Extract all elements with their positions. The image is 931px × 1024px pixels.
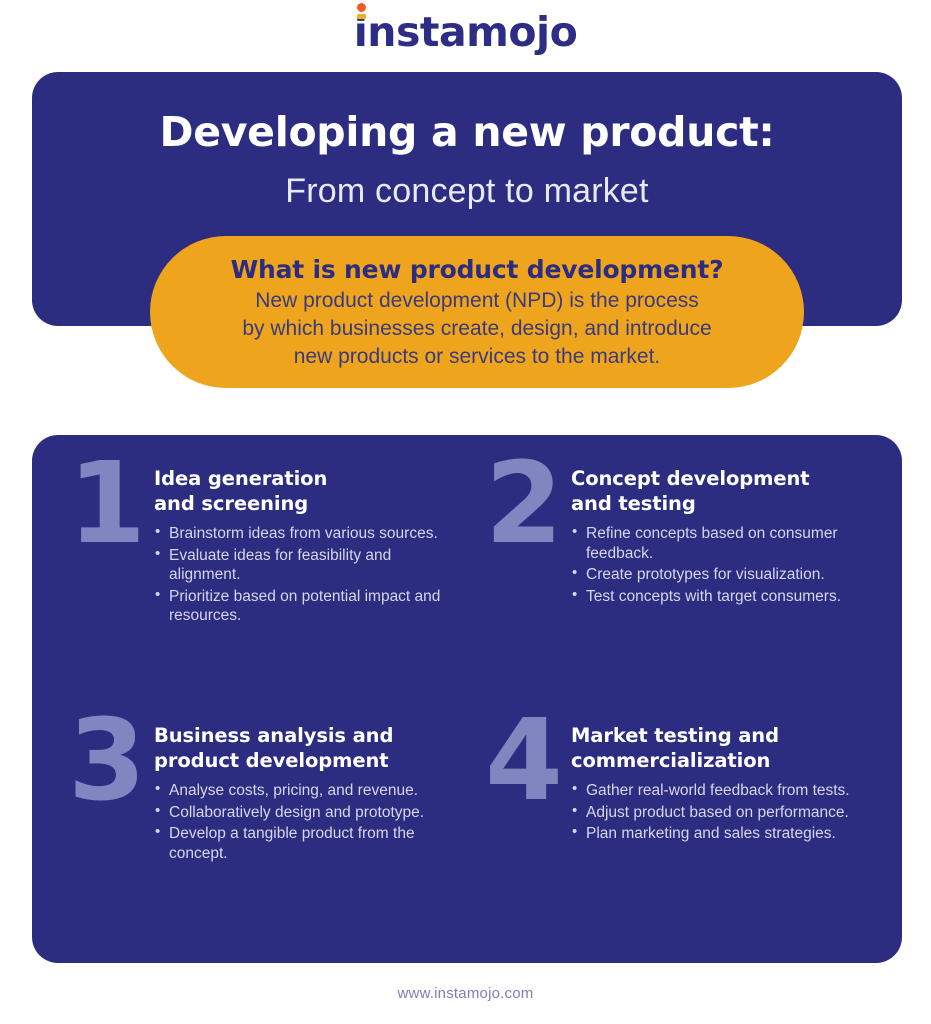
step-body: Idea generation and screening Brainstorm… xyxy=(154,465,467,628)
step-title-line: Idea generation xyxy=(154,467,328,490)
step-title-line: Business analysis and xyxy=(154,724,394,747)
list-item: Test concepts with target consumers. xyxy=(571,586,884,607)
step-bullet-list: Gather real-world feedback from tests. A… xyxy=(571,780,884,844)
list-item: Prioritize based on potential impact and… xyxy=(154,586,467,626)
callout-line: by which businesses create, design, and … xyxy=(242,317,712,341)
step-title-line: product development xyxy=(154,748,389,772)
step-title: Business analysis and product developmen… xyxy=(154,724,467,773)
step-card-2: 2 Concept development and testing Refine… xyxy=(485,448,884,688)
list-item: Develop a tangible product from the conc… xyxy=(154,823,467,863)
step-title: Market testing and commercialization xyxy=(571,724,884,773)
list-item: Refine concepts based on consumer feedba… xyxy=(571,523,884,563)
steps-grid: 1 Idea generation and screening Brainsto… xyxy=(32,435,902,963)
step-number: 2 xyxy=(485,439,563,569)
callout-body: New product development (NPD) is the pro… xyxy=(150,287,804,371)
callout-line: New product development (NPD) is the pro… xyxy=(255,289,699,313)
step-body: Business analysis and product developmen… xyxy=(154,722,467,865)
step-title-line: commercialization xyxy=(571,748,771,772)
step-bullet-list: Brainstorm ideas from various sources. E… xyxy=(154,523,467,626)
step-card-4: 4 Market testing and commercialization G… xyxy=(485,705,884,945)
list-item: Collaboratively design and prototype. xyxy=(154,802,467,823)
list-item: Analyse costs, pricing, and revenue. xyxy=(154,780,467,801)
step-title: Concept development and testing xyxy=(571,467,884,516)
step-card-3: 3 Business analysis and product developm… xyxy=(68,705,467,945)
list-item: Plan marketing and sales strategies. xyxy=(571,823,884,844)
step-title-line: and testing xyxy=(571,491,696,515)
logo-text: instamojo xyxy=(353,8,578,56)
step-number: 4 xyxy=(485,696,563,826)
list-item: Adjust product based on performance. xyxy=(571,802,884,823)
step-number: 1 xyxy=(68,439,146,569)
footer-url[interactable]: www.instamojo.com xyxy=(397,985,534,1002)
logo-dot-icon xyxy=(356,3,366,12)
list-item: Gather real-world feedback from tests. xyxy=(571,780,884,801)
logo-accent-icon xyxy=(356,14,366,19)
step-bullet-list: Analyse costs, pricing, and revenue. Col… xyxy=(154,780,467,863)
brand-logo: instamojo xyxy=(0,3,931,53)
definition-callout: What is new product development? New pro… xyxy=(150,236,804,388)
page-title: Developing a new product: xyxy=(159,108,775,156)
step-title-line: Concept development xyxy=(571,467,810,490)
step-title-line: and screening xyxy=(154,491,309,515)
steps-panel: 1 Idea generation and screening Brainsto… xyxy=(32,435,902,963)
step-number: 3 xyxy=(68,696,146,826)
callout-line: new products or services to the market. xyxy=(293,345,661,369)
step-body: Market testing and commercialization Gat… xyxy=(571,722,884,846)
list-item: Brainstorm ideas from various sources. xyxy=(154,523,467,544)
step-title: Idea generation and screening xyxy=(154,467,467,516)
list-item: Evaluate ideas for feasibility and align… xyxy=(154,545,467,585)
callout-title: What is new product development? xyxy=(230,255,724,284)
page-subtitle: From concept to market xyxy=(285,172,649,210)
step-title-line: Market testing and xyxy=(571,724,779,747)
list-item: Create prototypes for visualization. xyxy=(571,564,884,585)
step-card-1: 1 Idea generation and screening Brainsto… xyxy=(68,448,467,688)
logo-wordmark: instamojo xyxy=(354,3,578,53)
step-bullet-list: Refine concepts based on consumer feedba… xyxy=(571,523,884,607)
step-body: Concept development and testing Refine c… xyxy=(571,465,884,608)
